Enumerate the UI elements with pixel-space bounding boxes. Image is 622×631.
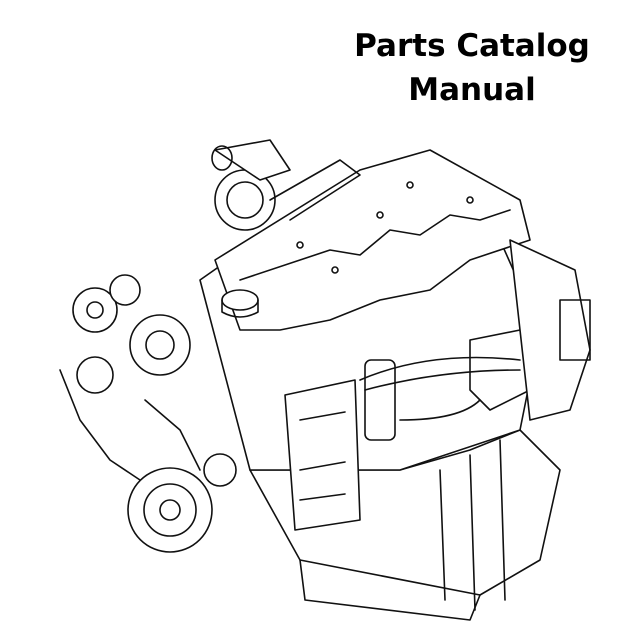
valve-cover — [214, 149, 531, 331]
turbocharger — [211, 139, 361, 231]
title-line-2: Manual — [408, 72, 536, 108]
front-pulleys — [59, 274, 237, 553]
flywheel-housing — [509, 239, 591, 421]
oil-filler-cap — [221, 289, 259, 311]
fuel-filter — [364, 359, 396, 441]
ecu — [284, 379, 361, 531]
cover-title: Parts Catalog Manual — [352, 24, 592, 112]
title-line-1: Parts Catalog — [354, 28, 590, 64]
oil-pan — [249, 429, 561, 596]
